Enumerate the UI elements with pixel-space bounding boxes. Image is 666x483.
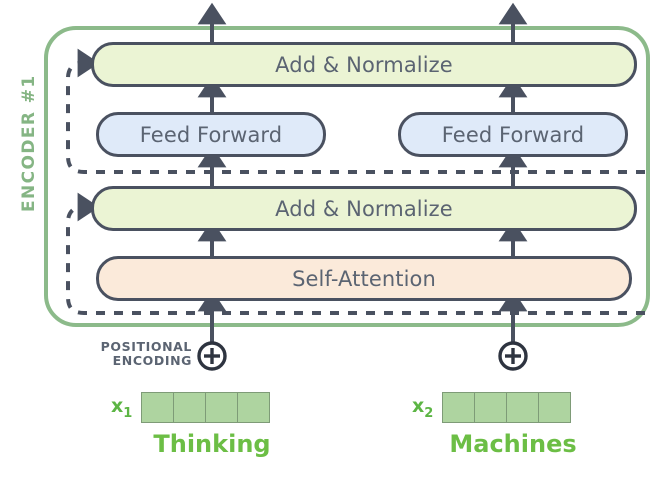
- embedding-cells-x1: [141, 392, 271, 423]
- positional-encoding-line-2: ENCODING: [112, 353, 192, 368]
- embedding-tag-x1: x1: [111, 395, 132, 421]
- encoder-output-arrows: [197, 2, 528, 42]
- embedding-row-1: x1: [111, 392, 271, 423]
- embedding-tag-x1-sub: 1: [123, 405, 133, 421]
- ff-to-addnorm-arrows: [197, 75, 528, 112]
- input-word-2: Machines: [449, 430, 577, 458]
- addnorm-to-ff-arrows: [197, 145, 528, 186]
- embedding-tag-x2: x2: [412, 395, 433, 421]
- add-normalize-top-block[interactable]: Add & Normalize: [91, 42, 637, 87]
- embedding-cell: [205, 392, 239, 423]
- attention-to-addnorm-arrows: [197, 219, 528, 256]
- embedding-cell: [538, 392, 572, 423]
- embedding-cell: [141, 392, 175, 423]
- add-normalize-bottom-block[interactable]: Add & Normalize: [91, 186, 637, 231]
- embedding-cell: [442, 392, 476, 423]
- embedding-cell: [506, 392, 540, 423]
- embedding-cell: [173, 392, 207, 423]
- feed-forward-right-block[interactable]: Feed Forward: [398, 112, 628, 157]
- positional-encoding-line-1: POSITIONAL: [100, 339, 192, 354]
- encoder-container-outline: [44, 26, 650, 327]
- embedding-cell: [237, 392, 271, 423]
- encoder-block-label: ENCODER #1: [19, 74, 39, 212]
- positional-encoding-adder-right: [498, 341, 528, 371]
- self-attention-block[interactable]: Self-Attention: [96, 256, 632, 301]
- embedding-tag-x1-base: x: [111, 394, 124, 417]
- feed-forward-left-block[interactable]: Feed Forward: [96, 112, 326, 157]
- embedding-tag-x2-base: x: [412, 394, 425, 417]
- positional-encoding-label: POSITIONAL ENCODING: [60, 340, 192, 368]
- input-to-attention-arrows: [197, 289, 528, 345]
- embedding-tag-x2-sub: 2: [424, 405, 434, 421]
- embedding-cell: [474, 392, 508, 423]
- embedding-cells-x2: [442, 392, 572, 423]
- embedding-row-2: x2: [412, 392, 572, 423]
- input-word-1: Thinking: [153, 430, 271, 458]
- positional-encoding-adder-left: [197, 341, 227, 371]
